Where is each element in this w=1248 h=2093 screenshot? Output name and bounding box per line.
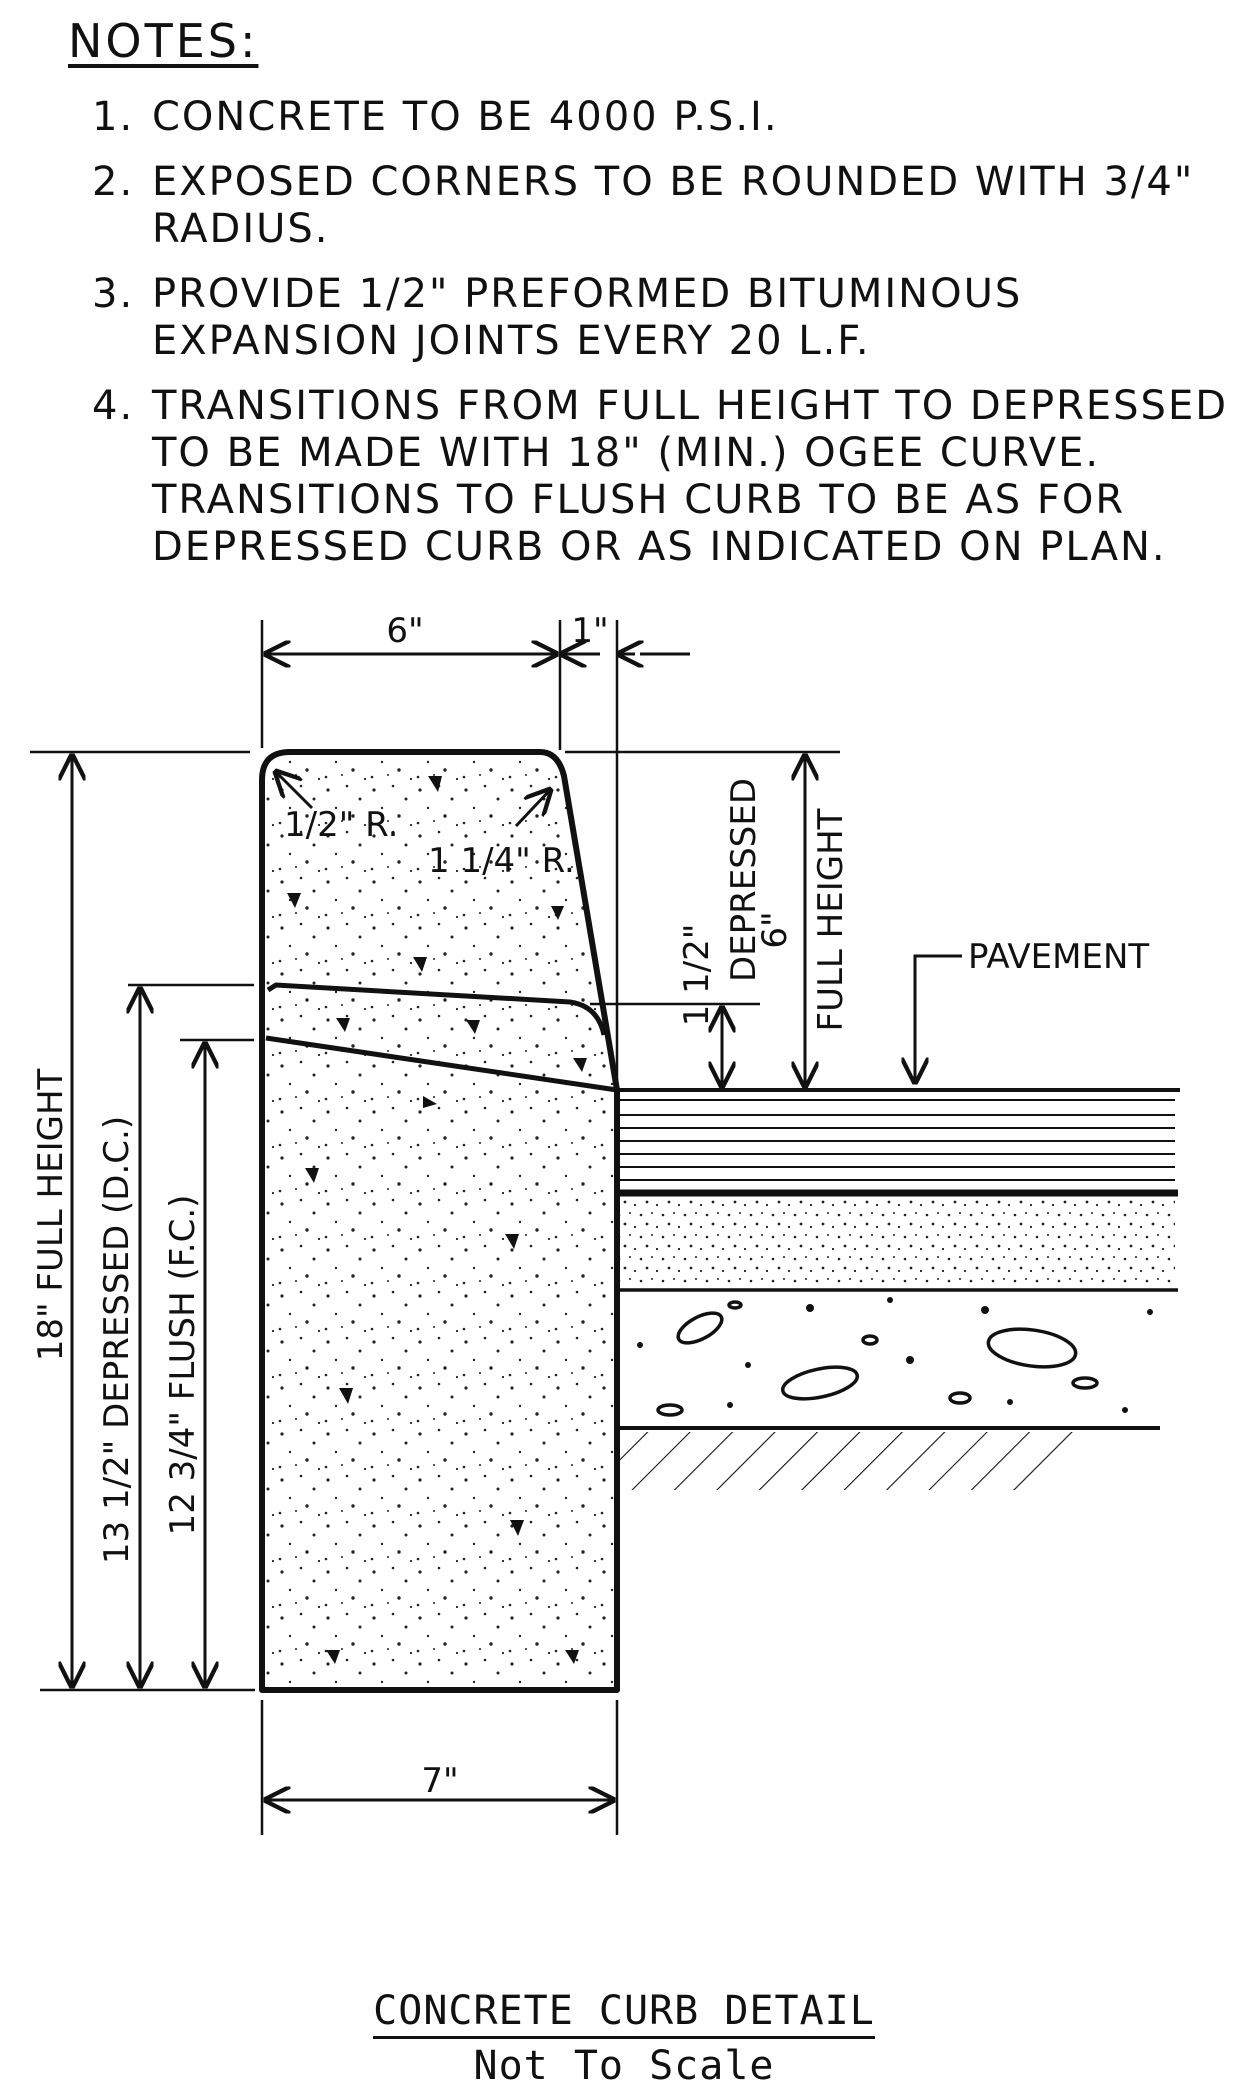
dimension-lines bbox=[72, 654, 962, 1800]
dim-depressed: 13 1/2" DEPRESSED (D.C.) bbox=[97, 1116, 137, 1564]
note-text: PROVIDE 1/2" PREFORMED BITUMINOUS EXPANS… bbox=[152, 271, 1023, 364]
pavement-section bbox=[617, 1088, 1180, 1490]
dim-reveal: 6" bbox=[755, 911, 795, 948]
caption-title: CONCRETE CURB DETAIL bbox=[373, 1988, 875, 2039]
note-text: EXPOSED CORNERS TO BE ROUNDED WITH 3/4" … bbox=[152, 159, 1195, 252]
note-number: 3. bbox=[92, 271, 135, 317]
radius-front-label: 1 1/4" R. bbox=[428, 841, 575, 881]
note-3: 3. PROVIDE 1/2" PREFORMED BITUMINOUS EXP… bbox=[62, 271, 1232, 365]
note-text: TRANSITIONS FROM FULL HEIGHT TO DEPRESSE… bbox=[152, 383, 1229, 570]
dim-top-width: 6" bbox=[386, 611, 423, 651]
curb-section-drawing: 6" 1" 7" 1/2" R. 1 1/4" R. 1 1/2" DEPRES… bbox=[30, 611, 1180, 1835]
label-depressed: DEPRESSED bbox=[724, 778, 764, 982]
dim-depressed-reveal: 1 1/2" bbox=[677, 924, 717, 1027]
dim-flush: 12 3/4" FLUSH (F.C.) bbox=[163, 1195, 203, 1536]
extension-lines bbox=[30, 620, 840, 1835]
note-number: 1. bbox=[92, 94, 135, 140]
note-2: 2. EXPOSED CORNERS TO BE ROUNDED WITH 3/… bbox=[62, 159, 1232, 253]
dim-bottom-width: 7" bbox=[421, 1761, 458, 1801]
dimension-labels: 6" 1" 7" 1/2" R. 1 1/4" R. 1 1/2" DEPRES… bbox=[31, 611, 1149, 1801]
drawing-caption: CONCRETE CURB DETAIL Not To Scale bbox=[0, 1988, 1248, 2089]
dim-full-height: 18" FULL HEIGHT bbox=[31, 1068, 71, 1361]
radius-back-label: 1/2" R. bbox=[284, 805, 398, 845]
notes-block: NOTES: 1. CONCRETE TO BE 4000 P.S.I. 2. … bbox=[62, 14, 1232, 571]
note-number: 2. bbox=[92, 159, 135, 205]
caption-subtitle: Not To Scale bbox=[473, 2043, 775, 2089]
note-text: CONCRETE TO BE 4000 P.S.I. bbox=[152, 94, 779, 140]
pavement-label: PAVEMENT bbox=[968, 937, 1149, 977]
notes-heading: NOTES: bbox=[68, 14, 259, 68]
dim-top-batter: 1" bbox=[571, 611, 608, 651]
label-full-height: FULL HEIGHT bbox=[811, 808, 851, 1031]
note-4: 4. TRANSITIONS FROM FULL HEIGHT TO DEPRE… bbox=[62, 383, 1232, 571]
note-1: 1. CONCRETE TO BE 4000 P.S.I. bbox=[62, 94, 1232, 141]
curb-body bbox=[259, 749, 620, 1693]
note-number: 4. bbox=[92, 383, 135, 429]
